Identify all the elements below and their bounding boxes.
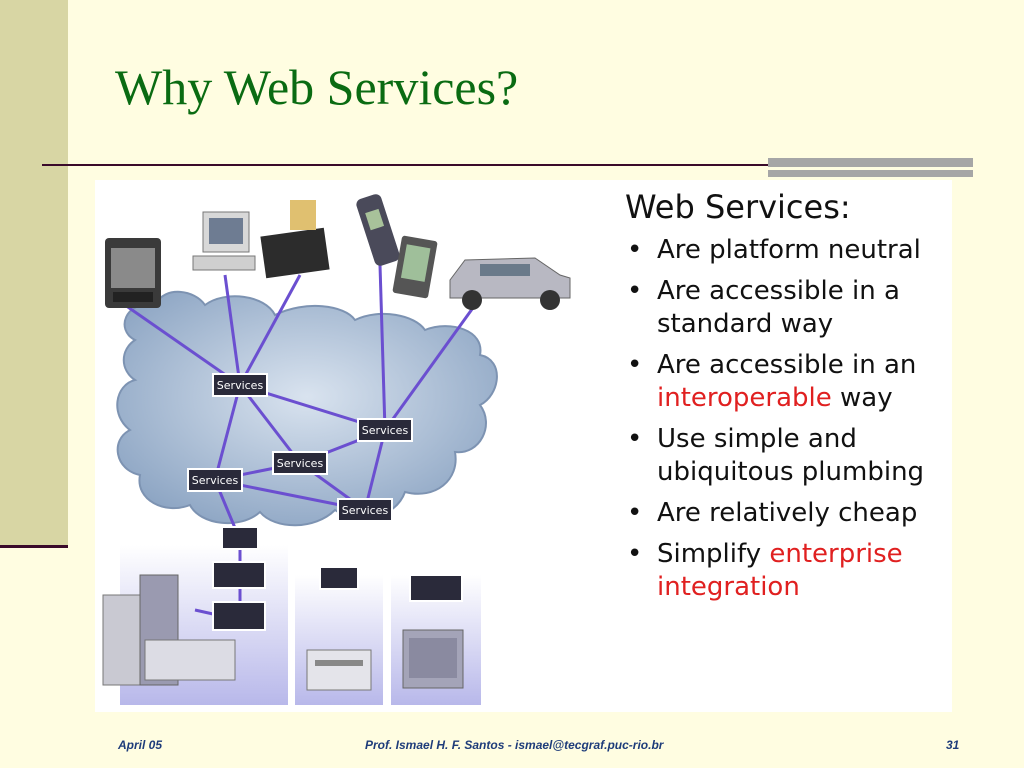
services-node-label: Services bbox=[342, 504, 389, 517]
slide-title: Why Web Services? bbox=[115, 59, 519, 115]
benefit-item: •Simplify enterprise integration bbox=[627, 539, 903, 602]
benefits-heading: Web Services: bbox=[625, 188, 851, 226]
highlight-text: interoperable bbox=[657, 383, 832, 413]
page-number: 31 bbox=[946, 738, 960, 752]
corner-accent bbox=[768, 158, 973, 178]
network-cloud bbox=[116, 290, 498, 527]
benefit-item: •Are platform neutral bbox=[627, 235, 921, 265]
server-tower-icon bbox=[102, 574, 236, 686]
benefits-list: •Are platform neutral •Are accessible in… bbox=[625, 234, 955, 604]
title-divider bbox=[42, 164, 973, 166]
services-node: Services bbox=[337, 498, 393, 522]
footer-date: April 05 bbox=[118, 738, 163, 752]
mobile-phone-icon bbox=[356, 194, 400, 266]
desktop-computer-icon bbox=[192, 211, 256, 271]
car-icon bbox=[449, 257, 571, 310]
services-node-label: Services bbox=[362, 424, 409, 437]
benefit-item: •Are relatively cheap bbox=[627, 498, 918, 528]
module-box bbox=[221, 526, 259, 550]
module-box bbox=[212, 561, 266, 589]
highlight-text: enterprise integration bbox=[657, 539, 903, 602]
services-node-label: Services bbox=[217, 379, 264, 392]
services-node: Services bbox=[187, 468, 243, 492]
server-unit-icon bbox=[306, 649, 372, 691]
benefits-panel: Web Services: •Are platform neutral •Are… bbox=[625, 186, 955, 612]
payment-terminal-icon bbox=[260, 200, 330, 279]
services-node: Services bbox=[212, 373, 268, 397]
web-services-diagram: Services Services Services Services Serv… bbox=[102, 194, 571, 705]
left-accent-rule bbox=[0, 545, 68, 548]
pda-icon bbox=[392, 235, 438, 299]
services-node: Services bbox=[357, 418, 413, 442]
left-accent-bar bbox=[0, 0, 68, 548]
services-node-label: Services bbox=[192, 474, 239, 487]
benefit-item: •Are accessible in an interoperable way bbox=[627, 350, 917, 413]
benefit-item: •Use simple and ubiquitous plumbing bbox=[627, 424, 925, 487]
services-node-label: Services bbox=[277, 457, 324, 470]
footer-author: Prof. Ismael H. F. Santos - ismael@tecgr… bbox=[365, 738, 664, 752]
module-box bbox=[409, 574, 463, 602]
benefit-item: •Are accessible in a standard way bbox=[627, 276, 900, 339]
television-icon bbox=[105, 238, 161, 308]
services-node: Services bbox=[272, 451, 328, 475]
server-cabinet-icon bbox=[402, 629, 464, 689]
module-box bbox=[319, 566, 359, 590]
module-box bbox=[212, 601, 266, 631]
